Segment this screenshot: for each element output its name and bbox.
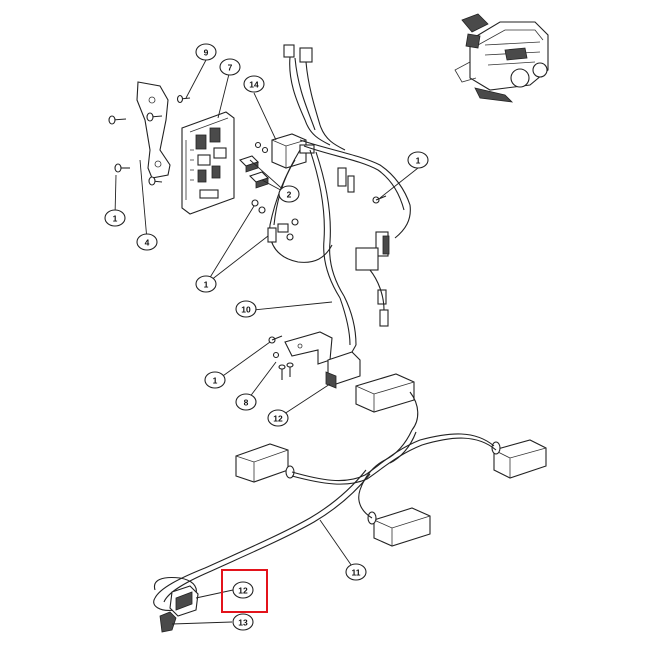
lower-plug [159, 611, 177, 633]
mounting-bracket [136, 81, 171, 179]
machine-thumbnail [454, 13, 549, 103]
highlight-box [221, 569, 268, 613]
callout-label: 1 [416, 156, 421, 166]
callout-label: 12 [273, 414, 283, 424]
callout-label: 1 [204, 280, 209, 290]
relay-module [271, 133, 315, 169]
callout-label: 11 [352, 568, 361, 578]
callout-label: 7 [228, 63, 233, 73]
callout-1-lower[interactable]: 1 [204, 371, 226, 389]
screw-set-board [251, 141, 387, 241]
upper-connector [325, 344, 361, 389]
lower-connector [169, 585, 199, 617]
callout-13[interactable]: 13 [232, 613, 254, 631]
callout-label: 8 [244, 398, 249, 408]
upper-harness [267, 44, 411, 346]
callout-1-left[interactable]: 1 [104, 209, 126, 227]
callout-label: 13 [238, 618, 248, 628]
callout-label: 10 [241, 305, 251, 315]
callout-8[interactable]: 8 [235, 393, 257, 411]
callout-12-lower[interactable]: 12 [232, 581, 254, 599]
callout-11[interactable]: 11 [345, 563, 367, 581]
callout-1-right[interactable]: 1 [407, 151, 429, 169]
lower-harness [153, 373, 547, 611]
callout-12-upper[interactable]: 12 [267, 409, 289, 427]
callout-label: 12 [238, 586, 248, 596]
callout-label: 1 [213, 376, 218, 386]
callout-4[interactable]: 4 [136, 233, 158, 251]
callout-label: 9 [204, 48, 209, 58]
callout-label: 14 [249, 80, 259, 90]
callout-1-mid[interactable]: 1 [195, 275, 217, 293]
screw-set-left [108, 94, 191, 186]
control-board [181, 111, 235, 215]
callout-10[interactable]: 10 [235, 300, 257, 318]
callout-label: 2 [287, 190, 292, 200]
callout-2[interactable]: 2 [278, 185, 300, 203]
callout-7[interactable]: 7 [219, 58, 241, 76]
bracket-screws [278, 362, 294, 380]
callout-label: 4 [145, 238, 150, 248]
harness-bracket [268, 331, 333, 365]
callout-label: 1 [113, 214, 118, 224]
callout-9[interactable]: 9 [195, 43, 217, 61]
callout-14[interactable]: 14 [243, 75, 265, 93]
